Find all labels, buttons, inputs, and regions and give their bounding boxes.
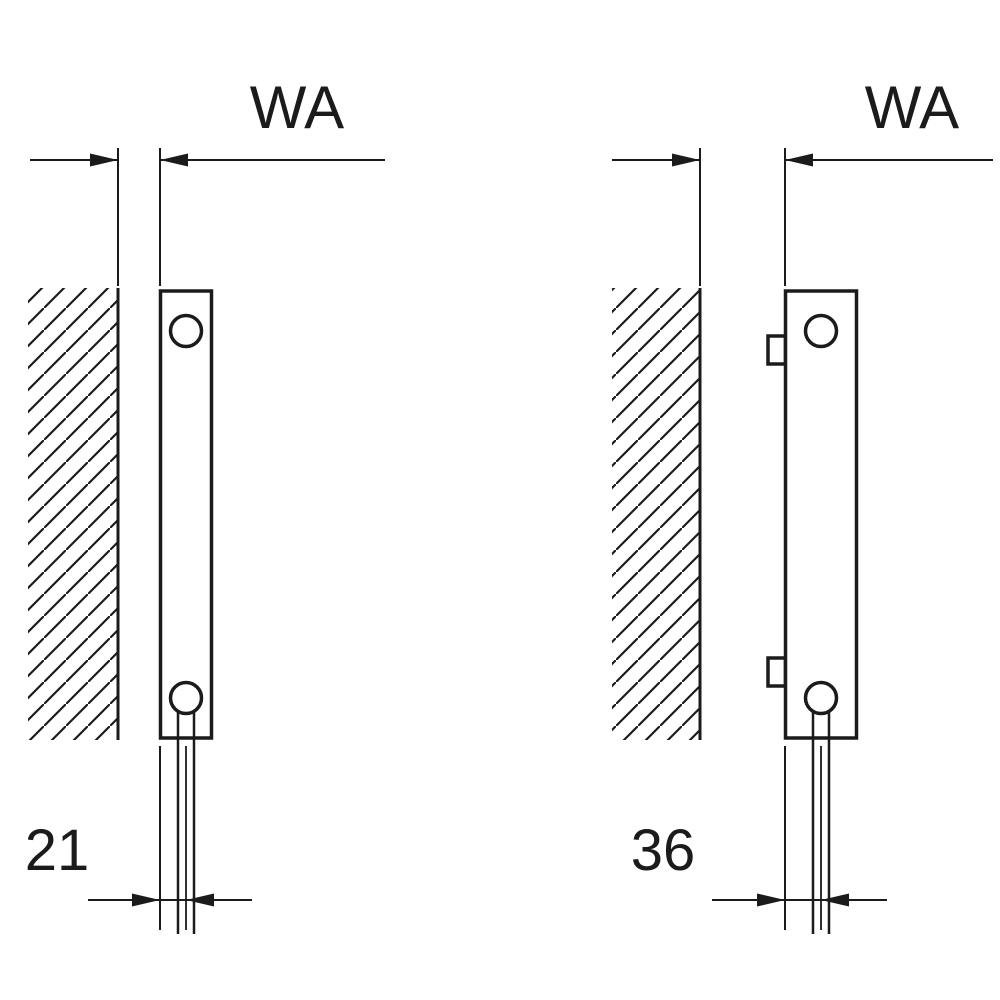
arrow-right-icon (132, 893, 160, 907)
radiator-body (158, 289, 214, 740)
pipe-connection-top (168, 313, 204, 349)
mounting-tab-top (766, 334, 788, 366)
arrow-left-icon (160, 153, 188, 167)
wall-hatch (612, 288, 700, 740)
radiator-body (783, 289, 859, 740)
arrow-right-icon (757, 893, 785, 907)
pipe-connection-top (803, 313, 839, 349)
arrow-left-icon (821, 893, 849, 907)
wall-distance-label: WA (250, 74, 344, 141)
arrow-right-icon (672, 153, 700, 167)
pipe-offset-label: 36 (631, 818, 696, 883)
arrow-left-icon (186, 893, 214, 907)
left-figure: WA 21 (25, 74, 385, 934)
right-figure: WA 36 (612, 74, 993, 934)
pipe-connection-bottom (803, 680, 839, 716)
mounting-tab-bottom (766, 656, 788, 688)
wall-hatch (28, 288, 118, 740)
pipe-offset-label: 21 (25, 818, 90, 883)
arrow-left-icon (785, 153, 813, 167)
arrow-right-icon (90, 153, 118, 167)
pipe-connection-bottom (168, 680, 204, 716)
wall-distance-label: WA (865, 74, 959, 141)
